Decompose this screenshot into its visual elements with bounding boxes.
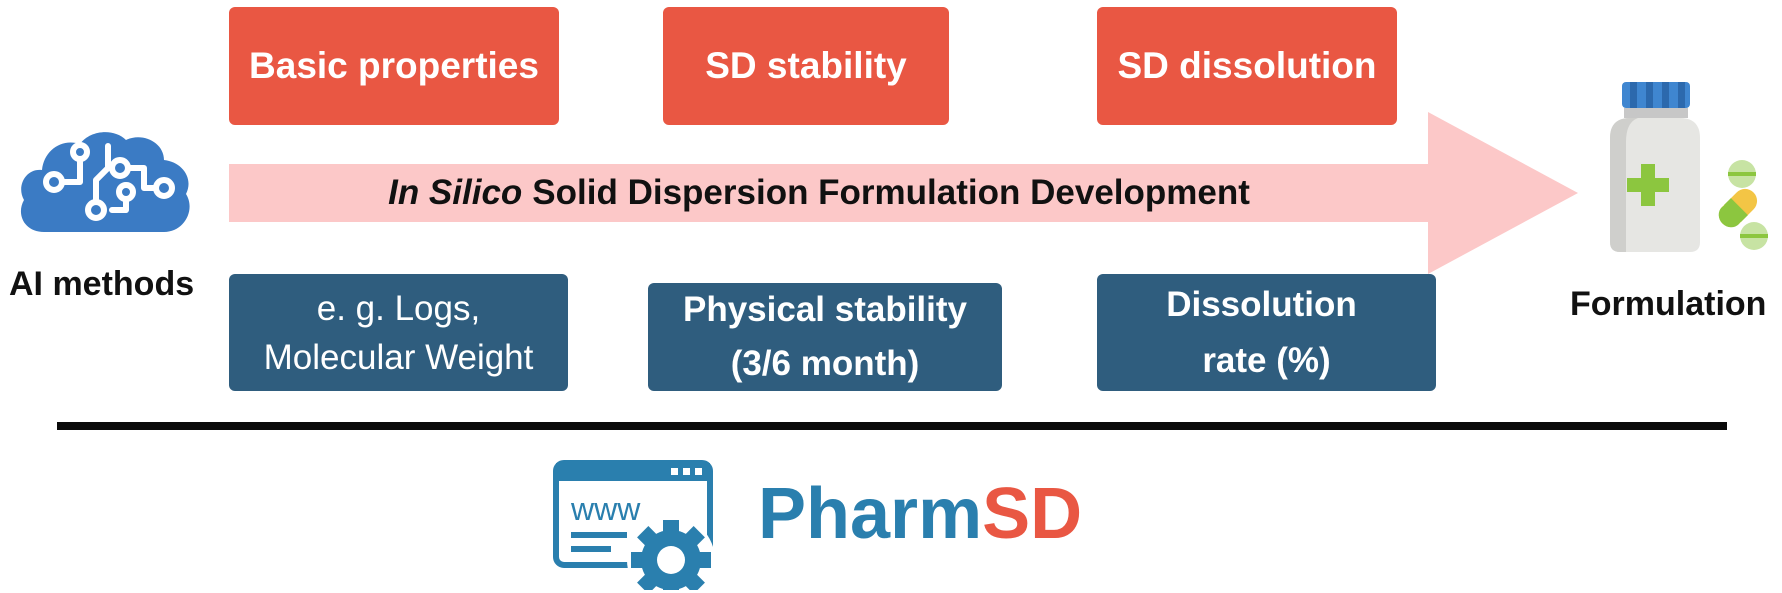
sd-stability-box: SD stability — [663, 7, 949, 125]
detail-line-2: rate (%) — [1202, 340, 1331, 380]
detail-line-2: Molecular Weight — [263, 337, 534, 377]
arrow-label-rest: Solid Dispersion Formulation Development — [532, 173, 1250, 212]
section-divider — [57, 422, 1727, 430]
logo-icon-text: www — [570, 491, 641, 527]
basic-properties-detail-box: e. g. Logs, Molecular Weight — [229, 274, 568, 391]
medicine-bottle-icon — [1610, 82, 1768, 252]
brain-circuit-icon — [20, 132, 190, 232]
arrow-label: In Silico Solid Dispersion Formulation D… — [229, 164, 1409, 222]
detail-line-1: Physical stability — [682, 289, 968, 329]
arrow-shaft — [229, 164, 1429, 222]
arrow-label-emphasis: In Silico — [388, 173, 523, 212]
detail-line-1: e. g. Logs, — [316, 288, 481, 328]
formulation-label: Formulation — [1570, 285, 1767, 323]
pharmsd-logo: PharmSD — [758, 478, 1082, 550]
sd-dissolution-box: SD dissolution — [1097, 7, 1397, 125]
arrow-head — [1428, 112, 1578, 274]
logo-part-sd: SD — [982, 474, 1083, 554]
stability-detail-box: Physical stability (3/6 month) — [648, 283, 1002, 391]
basic-properties-box: Basic properties — [229, 7, 559, 125]
logo-part-pharm: Pharm — [758, 474, 983, 554]
web-gear-icon: www — [553, 460, 715, 590]
dissolution-detail-box: Dissolution rate (%) — [1097, 274, 1436, 391]
detail-line-2: (3/6 month) — [730, 344, 920, 383]
detail-line-1: Dissolution — [1166, 284, 1357, 324]
ai-methods-label: AI methods — [9, 265, 195, 303]
